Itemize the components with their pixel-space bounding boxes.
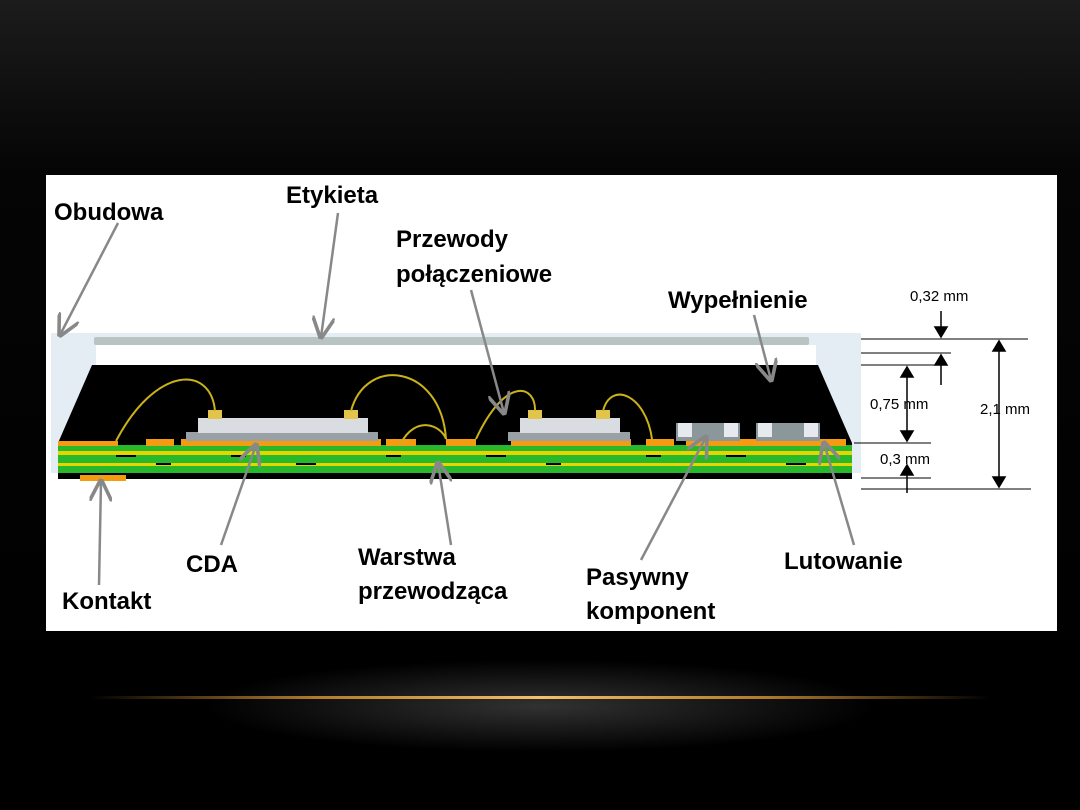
die-base — [186, 432, 378, 441]
label-label-plate: Etykieta — [286, 182, 379, 209]
label-wires-line2: połączeniowe — [396, 261, 552, 288]
label-casing: Obudowa — [54, 199, 164, 226]
die — [198, 418, 368, 433]
dimension-total-height: 2,1 mm — [980, 401, 1030, 418]
label-cda: CDA — [186, 551, 238, 578]
label-filling: Wypełnienie — [668, 287, 808, 314]
die-bond-pad — [596, 410, 610, 419]
chip-package-cross-section: Obudowa Etykieta Przewody połączeniowe W… — [51, 182, 1031, 625]
pointer-arrows — [60, 212, 856, 586]
label-layer-line1: Warstwa — [358, 544, 456, 571]
dimension-arrows — [899, 311, 1007, 493]
passive-component-cap — [804, 423, 818, 437]
bond-wires — [115, 374, 653, 444]
dimension-label-thickness: 0,32 mm — [910, 288, 968, 305]
background-glow — [40, 640, 1040, 760]
diagram-panel: Obudowa Etykieta Przewody połączeniowe W… — [46, 175, 1057, 631]
die-bond-pad — [208, 410, 222, 419]
passive-component-cap — [724, 423, 738, 437]
die-bond-pad — [344, 410, 358, 419]
label-layer-line2: przewodząca — [358, 578, 508, 605]
accent-divider-line — [90, 696, 990, 699]
dimension-die-height: 0,75 mm — [870, 396, 928, 413]
substrate-green-layer — [58, 445, 852, 451]
substrate-yellow-layer — [58, 451, 852, 455]
die-bond-pad — [528, 410, 542, 419]
label-passive-line1: Pasywny — [586, 564, 689, 591]
dimension-substrate-thickness: 0,3 mm — [880, 451, 930, 468]
passive-component-cap — [758, 423, 772, 437]
die — [520, 418, 620, 433]
label-plate — [94, 337, 809, 345]
bottom-contact-pad — [80, 475, 126, 481]
passive-component-cap — [678, 423, 692, 437]
substrate-green-layer — [58, 466, 852, 473]
substrate-green-layer — [58, 455, 852, 463]
dimension-guides — [854, 338, 1031, 490]
label-passive-line2: komponent — [586, 598, 715, 625]
die-base — [508, 432, 630, 441]
substrate-yellow-layer — [58, 463, 852, 466]
substrate-traces — [116, 455, 806, 465]
label-contact: Kontakt — [62, 588, 151, 615]
label-wires-line1: Przewody — [396, 226, 509, 253]
label-soldering: Lutowanie — [784, 548, 903, 575]
